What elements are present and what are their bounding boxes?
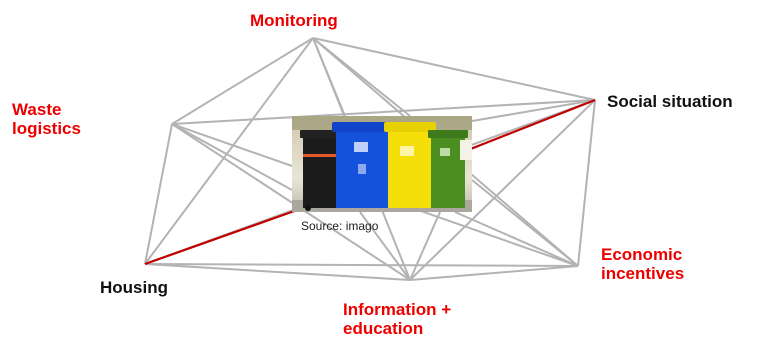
photo-caption: Source: imago [301, 219, 379, 233]
housing-label-text: Housing [100, 278, 168, 297]
edge-info-economic [409, 265, 579, 281]
waste-logistics-line-1: Waste [12, 100, 62, 119]
waste-bins-photo [292, 116, 472, 212]
edge-info-photo-a [359, 211, 411, 281]
edge-housing-economic [144, 263, 579, 267]
edge-waste-info [171, 123, 411, 281]
highlighted-edges [144, 98, 596, 266]
edge-monitoring-photo-b [312, 37, 411, 117]
edge-housing-photo-highlight [144, 207, 301, 266]
waste-logistics-line-2: logistics [12, 119, 81, 138]
edge-social-photo-highlight [467, 98, 596, 152]
green-bin-icon [428, 130, 472, 208]
edge-monitoring-photo-a [312, 37, 346, 117]
information-education-label: Information + education [343, 300, 451, 338]
economic-incentives-label: Economic incentives [601, 245, 684, 283]
economic-incentives-line-2: incentives [601, 264, 685, 283]
monitoring-label: Monitoring [250, 11, 338, 30]
edge-economic-photo-a [471, 179, 579, 267]
edge-social-info [409, 99, 596, 281]
monitoring-label-text: Monitoring [250, 11, 338, 30]
edge-social-economic [577, 99, 596, 267]
blue-bin-icon [332, 122, 392, 208]
black-bin-icon [300, 130, 342, 211]
grey-edges [144, 37, 596, 281]
information-education-line-2: education [343, 319, 424, 338]
waste-logistics-label: Waste logistics [12, 100, 81, 138]
edge-waste-photo [171, 123, 293, 191]
social-situation-label: Social situation [607, 92, 733, 111]
edge-housing-info [144, 263, 411, 281]
edge-monitoring-housing [144, 37, 314, 265]
economic-incentives-line-1: Economic [601, 245, 683, 264]
edge-waste-housing [144, 123, 173, 265]
edge-social-photo [471, 99, 596, 122]
edge-economic-photo-b [454, 211, 579, 267]
edge-monitoring-waste [171, 37, 314, 125]
yellow-bin-icon [384, 122, 436, 208]
edge-monitoring-social [312, 37, 596, 101]
social-situation-label-text: Social situation [607, 92, 733, 111]
information-education-line-1: Information + [343, 300, 452, 319]
edge-info-photo-b [409, 211, 441, 281]
housing-label: Housing [100, 278, 168, 297]
waste-bins-illustration [292, 116, 472, 212]
edge-waste-social [171, 99, 596, 125]
